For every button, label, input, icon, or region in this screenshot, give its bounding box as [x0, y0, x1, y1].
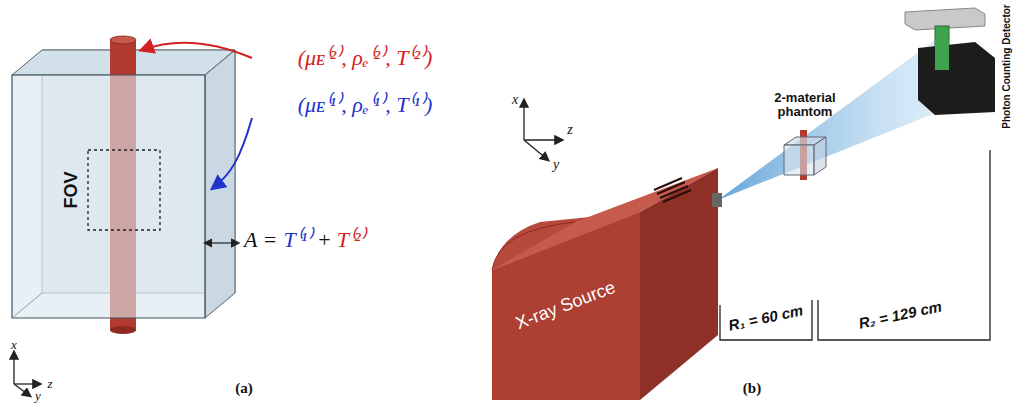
label: (μᴇ⁽¹⁾, ρₑ⁽¹⁾, T⁽¹⁾): [298, 93, 433, 117]
small-phantom: [784, 130, 826, 180]
label: (a): [235, 380, 253, 397]
label: z: [47, 377, 52, 391]
label: z: [567, 122, 572, 137]
dimension-lines: [720, 150, 990, 340]
label: T⁽²⁾: [337, 228, 366, 252]
photon-counting-detector: [905, 8, 995, 115]
xray-source: [492, 168, 722, 400]
label: (μᴇ⁽²⁾, ρₑ⁽²⁾, T⁽²⁾): [298, 46, 433, 70]
label: x: [11, 338, 17, 352]
label: FOV: [62, 171, 82, 208]
label: +: [318, 228, 330, 252]
label: Photon Counting Detector: [1001, 4, 1012, 128]
label: R₂ = 129 cm: [857, 298, 943, 332]
label: x: [512, 92, 518, 107]
thickness-arrow: [210, 242, 238, 243]
axes: [524, 100, 562, 160]
label: 2-material phantom: [758, 91, 853, 120]
label: y: [35, 389, 41, 403]
phantom-box: [12, 36, 235, 334]
label: T⁽¹⁾: [283, 228, 312, 252]
leader: [142, 42, 252, 58]
label: R₁ = 60 cm: [727, 302, 805, 334]
label: (b): [743, 380, 761, 397]
equation: A =T⁽¹⁾+ T⁽²⁾: [244, 228, 366, 252]
label: y: [553, 157, 559, 172]
fov-rect: [88, 150, 160, 230]
label: A =: [244, 228, 277, 252]
leader: [213, 118, 252, 188]
